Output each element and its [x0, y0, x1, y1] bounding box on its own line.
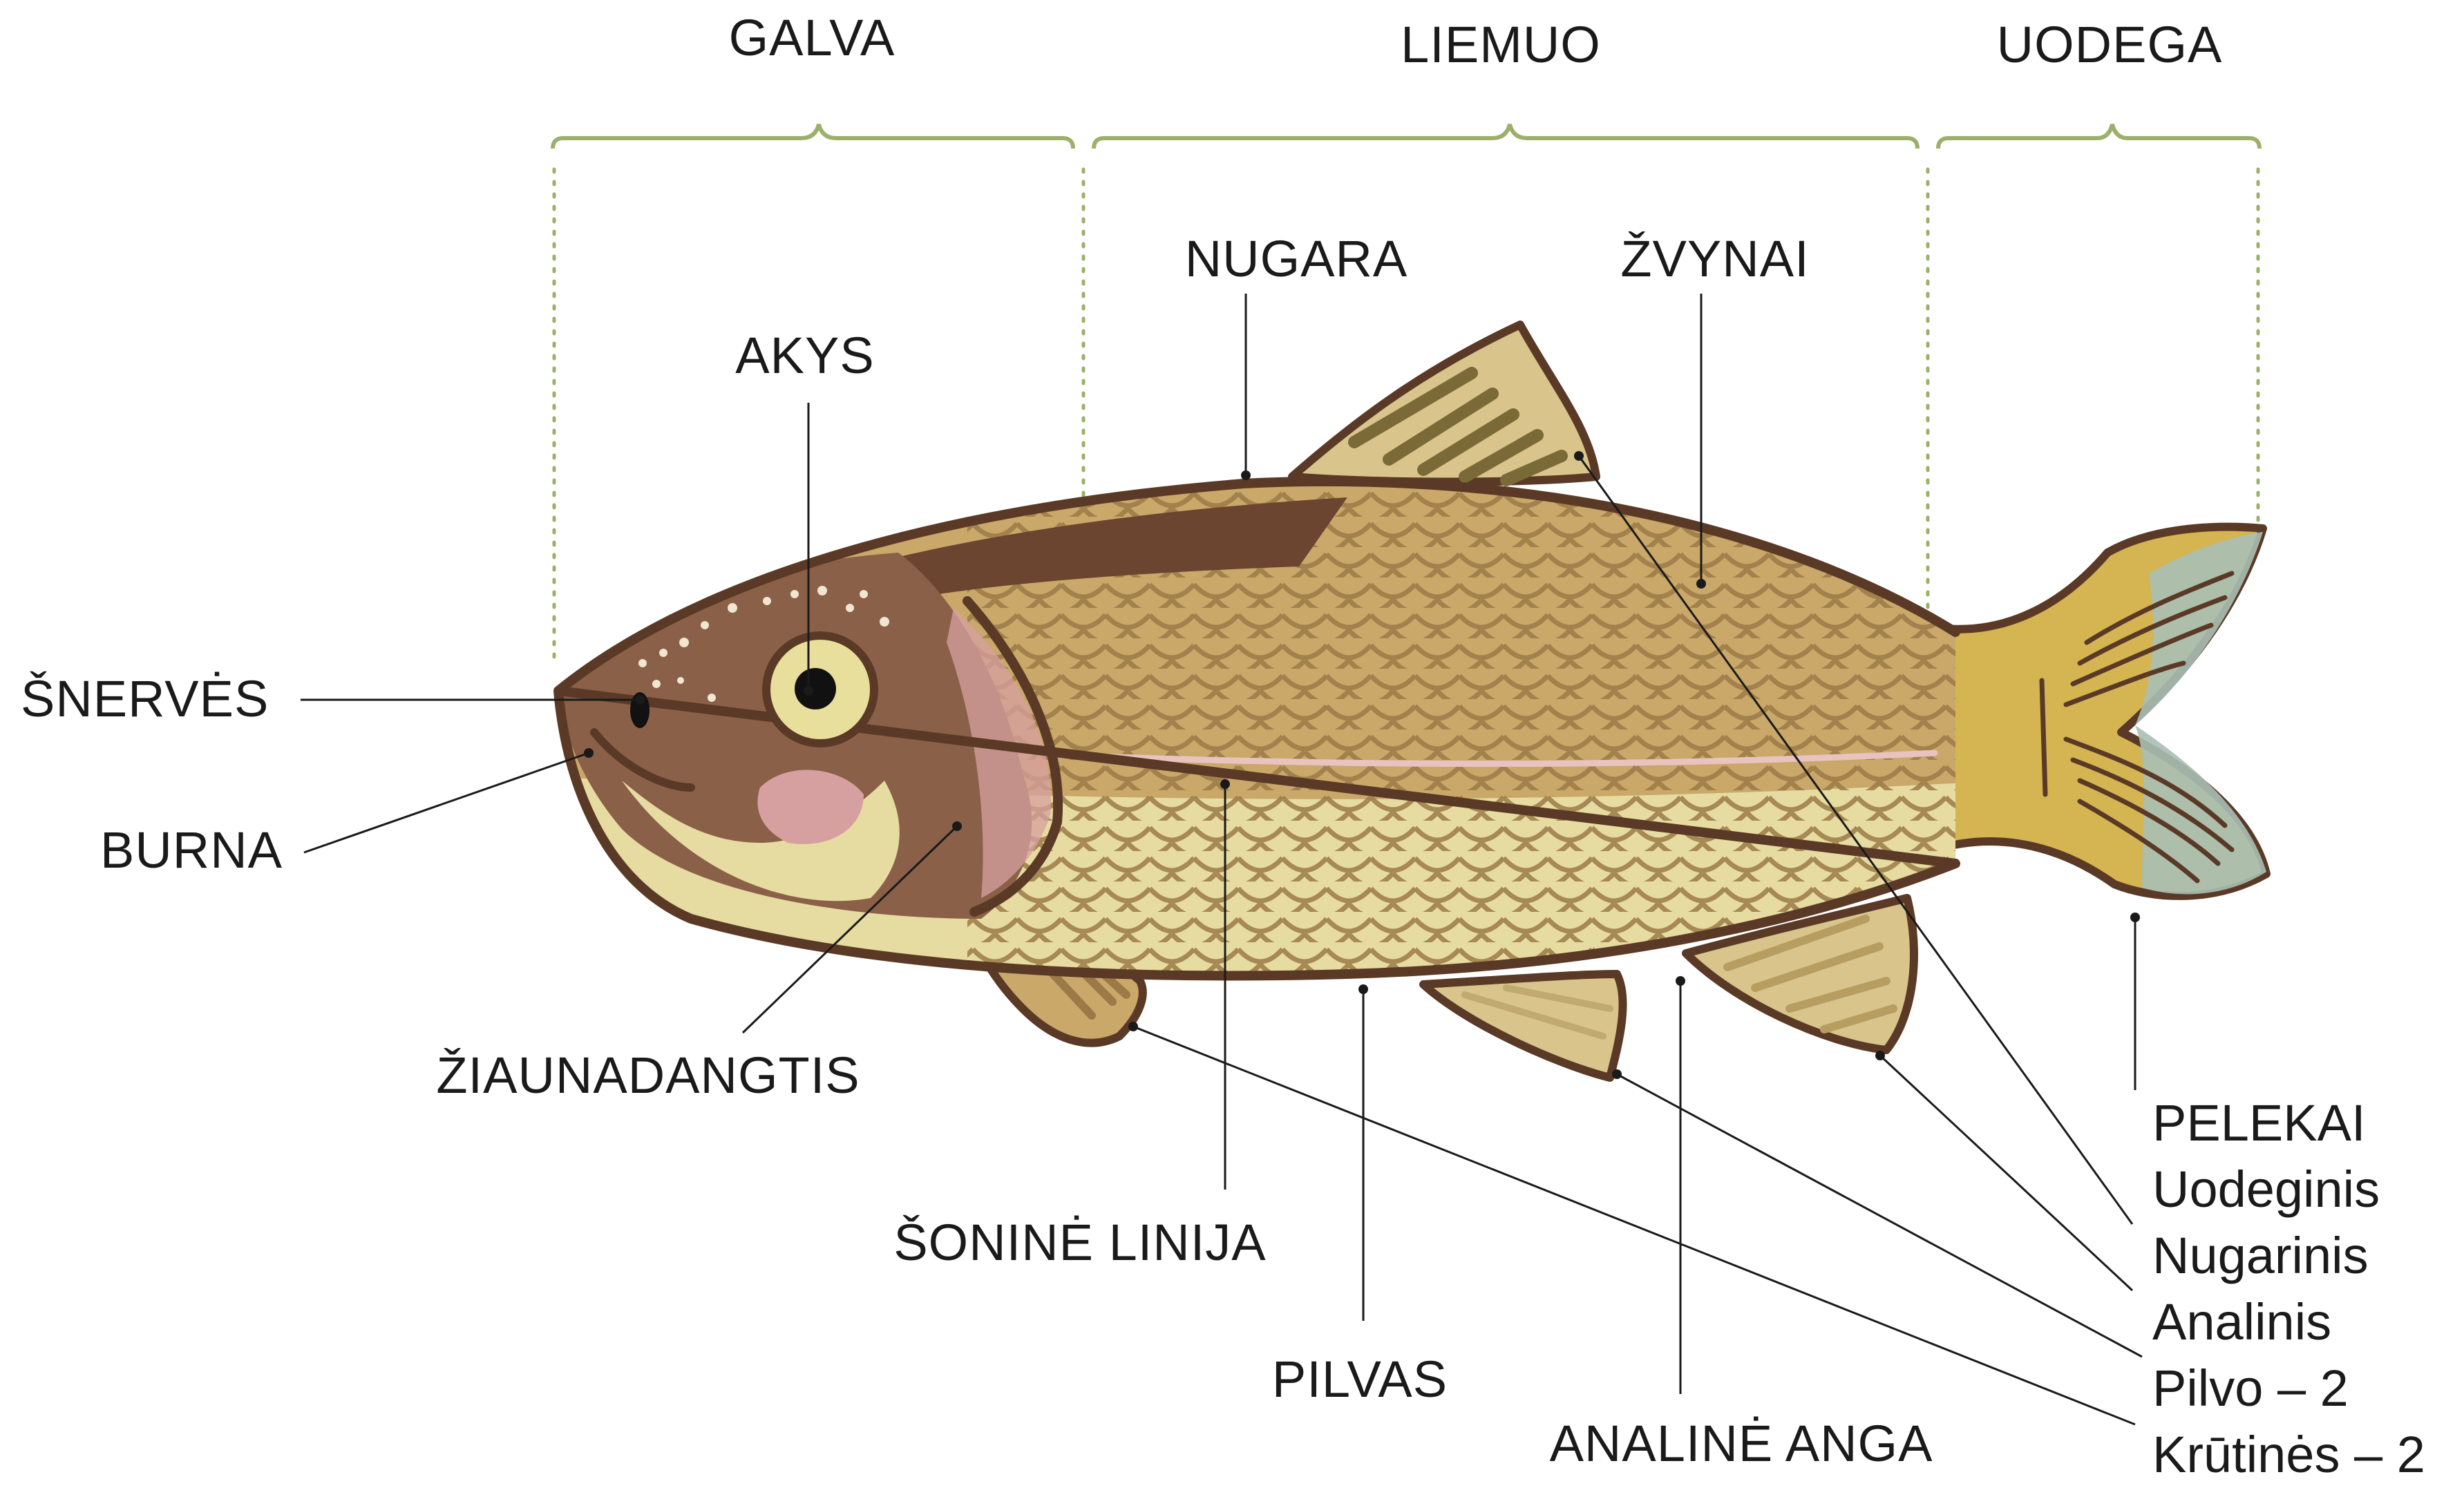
section-label-body: LIEMUO [1401, 19, 1601, 70]
dorsal-fin [1292, 325, 1596, 482]
fins-list: PELEKAI Uodeginis Nugarinis Analinis Pil… [2152, 1090, 2425, 1488]
tail-fin [1921, 527, 2266, 896]
label-mouth: BURNA [100, 825, 283, 876]
label-back: NUGARA [1185, 233, 1408, 285]
label-eyes: AKYS [735, 330, 874, 381]
fin-dorsal: Nugarinis [2152, 1223, 2425, 1289]
section-brackets [553, 124, 2259, 149]
label-belly: PILVAS [1272, 1354, 1448, 1405]
label-scales: ŽVYNAI [1620, 233, 1809, 285]
fin-caudal: Uodeginis [2152, 1156, 2425, 1223]
section-label-tail: UODEGA [1997, 19, 2223, 70]
body-bracket [1094, 124, 1917, 149]
fins-title: PELEKAI [2152, 1090, 2425, 1156]
pelvic-fin [1423, 974, 1623, 1078]
fin-pelvic: Pilvo – 2 [2152, 1355, 2425, 1422]
fin-anal: Analinis [2152, 1289, 2425, 1355]
tail-bracket [1938, 124, 2259, 149]
head-bracket [553, 124, 1073, 149]
section-label-head: GALVA [729, 12, 895, 64]
label-nostrils: ŠNERVĖS [21, 674, 269, 725]
fin-pectoral: Krūtinės – 2 [2152, 1422, 2425, 1488]
eye [766, 636, 874, 743]
label-anal-opening: ANALINĖ ANGA [1550, 1418, 1933, 1469]
label-gill-cover: ŽIAUNADANGTIS [436, 1050, 860, 1101]
label-lateral-line: ŠONINĖ LINIJA [893, 1217, 1266, 1268]
